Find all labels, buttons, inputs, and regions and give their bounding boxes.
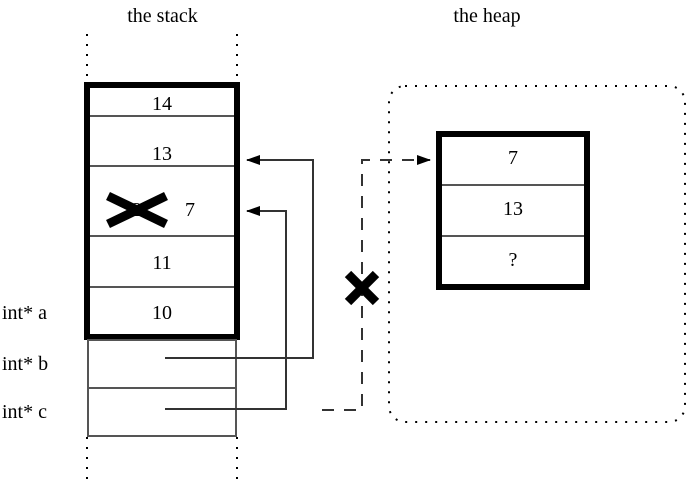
arrow-c-to-heap-dashed [322,155,431,411]
stack-title: the stack [127,5,198,27]
heap-block [436,131,590,290]
cross-over-dashed-pointer-icon [344,270,380,306]
stack-dotted-guide-bottom [86,437,238,487]
stack-frame-block [84,82,240,340]
stack-dotted-guide-top [86,34,238,84]
heap-region-outline [388,85,686,423]
stack-cell-12-old-value: 12 [122,199,142,221]
cross-over-stack-value-icon [106,191,168,229]
heap-cell-unknown-value: ? [508,249,518,271]
heap-cell-7-value: 7 [508,147,518,169]
stack-label-int-b: int* b [2,353,49,375]
stack-cell-14-value: 14 [152,93,172,115]
stack-cell-12-new-value: 7 [185,199,195,221]
heap-cell-13-value: 13 [503,198,523,220]
heap-title: the heap [453,5,521,27]
stack-cell-13-value: 13 [152,143,172,165]
arrow-c-to-stack-12 [165,206,287,410]
stack-cell-11-value: 11 [152,252,172,274]
stack-label-int-c: int* c [2,401,47,423]
stack-label-int-a: int* a [2,302,47,324]
stack-pointer-cells [87,339,237,437]
stack-cell-10-value: 10 [152,302,172,324]
arrow-b-to-stack-13 [165,155,314,359]
